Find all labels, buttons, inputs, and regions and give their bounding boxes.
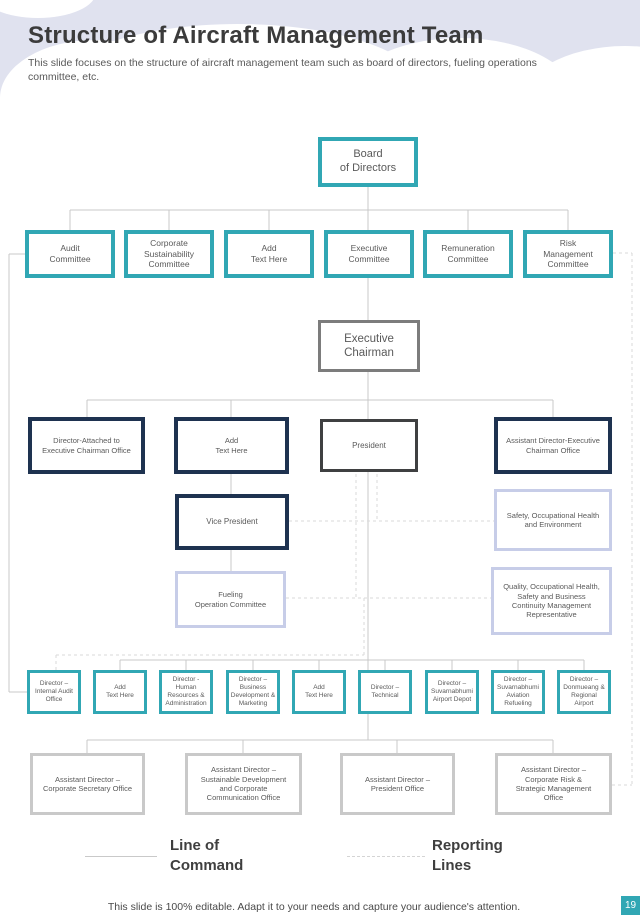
org-box-assistant-director-executive-chairman-office[interactable]: Assistant Director-Executive Chairman Of… <box>494 417 612 474</box>
org-box-assistant-director-corporate-risk[interactable]: Assistant Director – Corporate Risk & St… <box>495 753 612 815</box>
org-box-executive-chairman[interactable]: Executive Chairman <box>318 320 420 372</box>
org-box-board-of-directors[interactable]: Board of Directors <box>318 137 418 187</box>
org-box-add-text-4[interactable]: Add Text Here <box>292 670 346 714</box>
page-title: Structure of Aircraft Management Team <box>28 22 484 49</box>
org-box-director-suvarnabhumi-airport-depot[interactable]: Director – Suvarnabhumi Airport Depot <box>425 670 479 714</box>
org-box-quality-continuity-representative[interactable]: Quality, Occupational Health, Safety and… <box>491 567 612 635</box>
org-box-director-donmueang-regional-airport[interactable]: Director – Donmueang & Regional Airport <box>557 670 611 714</box>
org-box-corporate-sustainability-committee[interactable]: Corporate Sustainability Committee <box>124 230 214 278</box>
org-box-director-suvarnabhumi-aviation-refueling[interactable]: Director – Suvarnabhumi Aviation Refueli… <box>491 670 545 714</box>
org-box-director-internal-audit[interactable]: Director – Internal Audit Office <box>27 670 81 714</box>
legend-dashed-line-sample <box>347 856 425 857</box>
org-box-add-text-2[interactable]: Add Text Here <box>174 417 289 474</box>
org-box-director-technical[interactable]: Director – Technical <box>358 670 412 714</box>
org-box-add-text-3[interactable]: Add Text Here <box>93 670 147 714</box>
org-box-assistant-director-president-office[interactable]: Assistant Director – President Office <box>340 753 455 815</box>
org-box-assistant-director-sustainable-development[interactable]: Assistant Director – Sustainable Develop… <box>185 753 302 815</box>
legend-reporting-lines-label: Reporting Lines <box>432 837 503 874</box>
org-box-executive-committee[interactable]: Executive Committee <box>324 230 414 278</box>
org-box-vice-president[interactable]: Vice President <box>175 494 289 550</box>
org-box-director-attached-exec-chairman-office[interactable]: Director-Attached to Executive Chairman … <box>28 417 145 474</box>
legend-solid-line-sample <box>85 856 157 857</box>
org-box-director-business-development[interactable]: Director – Business Development & Market… <box>226 670 280 714</box>
org-box-add-text-1[interactable]: Add Text Here <box>224 230 314 278</box>
legend-line-of-command-label: Line of Command <box>170 837 244 874</box>
org-box-director-hr-administration[interactable]: Director - Human Resources & Administrat… <box>159 670 213 714</box>
org-box-safety-occupational-health[interactable]: Safety, Occupational Health and Environm… <box>494 489 612 551</box>
page-subtitle: This slide focuses on the structure of a… <box>28 57 537 84</box>
page-number-badge: 19 <box>621 896 640 915</box>
org-box-fueling-operation-committee[interactable]: Fueling Operation Committee <box>175 571 286 628</box>
org-box-assistant-director-corporate-secretary[interactable]: Assistant Director – Corporate Secretary… <box>30 753 145 815</box>
org-box-remuneration-committee[interactable]: Remuneration Committee <box>423 230 513 278</box>
org-box-audit-committee[interactable]: Audit Committee <box>25 230 115 278</box>
cloud-header-decoration <box>0 0 640 105</box>
org-box-president[interactable]: President <box>320 419 418 472</box>
org-box-risk-management-committee[interactable]: Risk Management Committee <box>523 230 613 278</box>
footer-note: This slide is 100% editable. Adapt it to… <box>107 901 521 913</box>
